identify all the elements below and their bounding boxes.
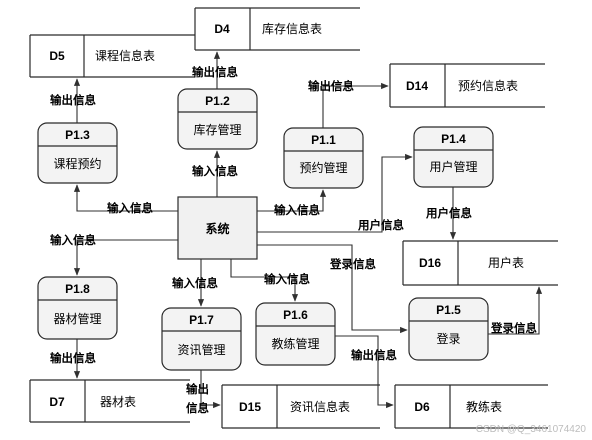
process-p1-5-id: P1.5 (436, 303, 461, 317)
process-p1-6-id: P1.6 (283, 308, 308, 322)
flow-p1-6-to-d6 (335, 335, 394, 409)
process-p1-1-id: P1.1 (311, 133, 336, 147)
flow-p1-7-to-d15 (200, 370, 221, 409)
store-d7: D7 器材表 (29, 379, 190, 423)
process-p1-5: P1.5 登录 (408, 297, 489, 361)
store-d16-id: D16 (419, 256, 441, 270)
flow-label-p1-7-output-line2: 信息 (186, 401, 209, 415)
flow-system-to-p1-4 (257, 153, 413, 233)
flow-label-p1-4-input: 用户信息 (357, 218, 404, 232)
process-p1-6: P1.6 教练管理 (255, 302, 336, 366)
flow-label-p1-3-output: 输出信息 (50, 93, 96, 107)
flow-system-to-p1-1 (257, 189, 327, 212)
process-p1-1-name: 预约管理 (299, 160, 347, 175)
store-d7-id: D7 (49, 395, 65, 409)
process-p1-4-name: 用户管理 (429, 159, 477, 174)
process-p1-6-name: 教练管理 (271, 336, 319, 351)
store-d16: D16 用户表 (402, 240, 558, 286)
store-d5-id: D5 (49, 49, 65, 63)
process-p1-8-name: 器材管理 (53, 311, 101, 326)
store-d15-id: D15 (239, 400, 261, 414)
process-p1-7-id: P1.7 (189, 313, 214, 327)
flow-label-p1-2-output: 输出信息 (192, 65, 238, 79)
process-p1-1: P1.1 预约管理 (283, 127, 364, 189)
flow-label-p1-5-output: 登录信息 (490, 321, 537, 335)
flow-system-to-p1-3 (73, 184, 178, 212)
process-p1-7-name: 资讯管理 (177, 342, 225, 357)
store-d14-name: 预约信息表 (458, 78, 518, 93)
store-d16-name: 用户表 (488, 255, 524, 270)
store-d15: D15 资讯信息表 (221, 384, 380, 429)
flow-label-p1-1-input: 输入信息 (274, 203, 320, 217)
flow-label-p1-2-input: 输入信息 (192, 164, 238, 178)
process-p1-8: P1.8 器材管理 (37, 276, 118, 340)
process-p1-2: P1.2 库存管理 (177, 88, 258, 150)
flow-p1-5-to-d16 (488, 286, 543, 335)
process-p1-4-id: P1.4 (441, 132, 466, 146)
process-p1-2-id: P1.2 (205, 94, 230, 108)
store-d6-id: D6 (414, 400, 430, 414)
watermark: CSDN @Q_3461074420 (476, 424, 587, 435)
flow-label-p1-8-output: 输出信息 (50, 351, 96, 365)
store-d6-name: 教练表 (466, 399, 502, 414)
flow-label-p1-6-input: 输入信息 (264, 272, 310, 286)
flow-system-to-p1-8 (73, 239, 178, 276)
process-p1-7: P1.7 资讯管理 (161, 307, 242, 371)
process-p1-2-name: 库存管理 (193, 122, 241, 137)
flow-label-p1-7-output-line1: 输出 (186, 382, 209, 396)
store-d6: D6 教练表 (394, 384, 548, 429)
process-p1-8-id: P1.8 (65, 282, 90, 296)
process-p1-3-name: 课程预约 (53, 156, 101, 171)
process-p1-3: P1.3 课程预约 (37, 122, 118, 184)
flow-label-p1-5-input: 登录信息 (329, 257, 376, 271)
store-d5-name: 课程信息表 (95, 48, 155, 63)
flow-system-to-p1-5 (257, 244, 408, 334)
process-p1-3-id: P1.3 (65, 128, 90, 142)
flow-label-p1-6-output: 输出信息 (351, 348, 397, 362)
store-d4: D4 库存信息表 (194, 7, 360, 51)
store-d5: D5 课程信息表 (29, 34, 195, 78)
store-d14-id: D14 (406, 79, 428, 93)
flow-label-p1-1-output: 输出信息 (308, 79, 354, 93)
flow-system-to-p1-6 (230, 259, 299, 302)
external-entity-system: 系统 (177, 196, 258, 260)
store-d15-name: 资讯信息表 (290, 399, 350, 414)
flow-label-p1-8-input: 输入信息 (50, 233, 96, 247)
flow-p1-1-to-d14 (322, 82, 389, 128)
flow-label-p1-4-output: 用户信息 (425, 206, 472, 220)
store-d4-name: 库存信息表 (262, 21, 322, 36)
flow-label-p1-7-input: 输入信息 (172, 276, 218, 290)
flow-label-p1-3-input: 输入信息 (107, 201, 153, 215)
process-p1-5-name: 登录 (436, 331, 460, 346)
store-d4-id: D4 (214, 22, 230, 36)
process-p1-4: P1.4 用户管理 (413, 126, 494, 188)
store-d7-name: 器材表 (100, 395, 136, 409)
store-d14: D14 预约信息表 (389, 63, 545, 108)
external-entity-label: 系统 (205, 221, 229, 236)
